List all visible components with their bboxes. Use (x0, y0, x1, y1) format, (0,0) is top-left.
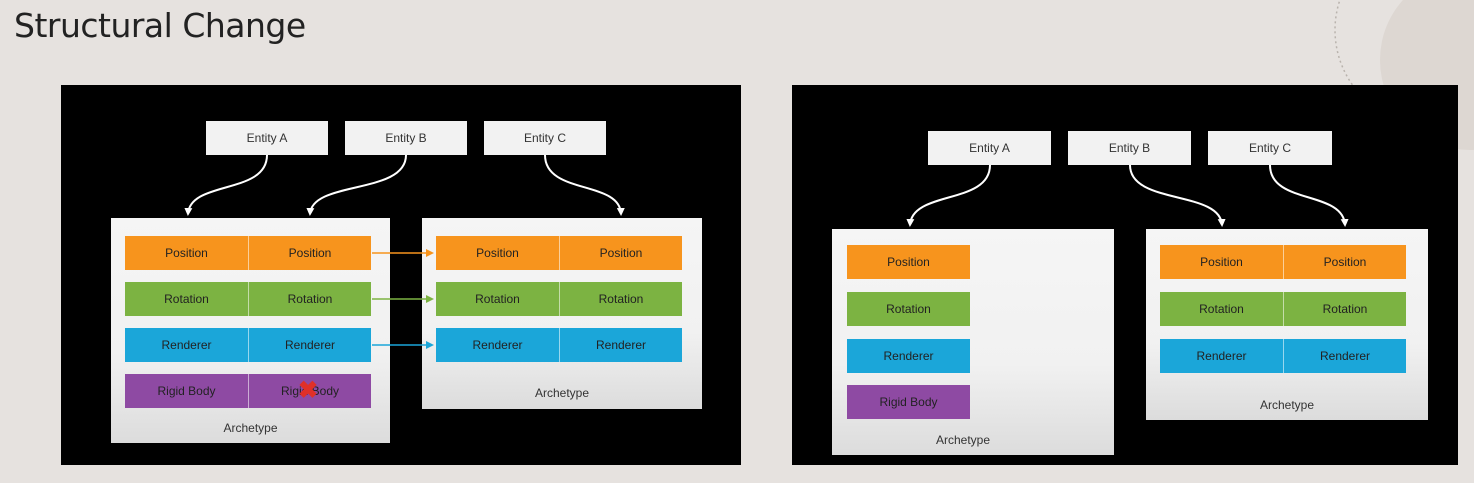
component-rotation: Rotation (436, 282, 559, 316)
right-b-row-rotation: Rotation Rotation (1160, 292, 1406, 326)
right-entity-a: Entity A (928, 131, 1051, 165)
component-position: Position (847, 245, 970, 279)
arrow-entity-a (184, 154, 268, 216)
component-rotation: Rotation (248, 282, 371, 316)
component-rigid-body: Rigid Body (125, 374, 248, 408)
component-position: Position (248, 236, 371, 270)
archetype-label: Archetype (534, 386, 590, 400)
component-position: Position (1283, 245, 1406, 279)
component-renderer: Renderer (125, 328, 248, 362)
component-rotation: Rotation (125, 282, 248, 316)
red-x-icon: ✖ (298, 377, 319, 404)
right-a-row-rigid-body: Rigid Body (847, 385, 970, 419)
left-source-row-rigid-body: Rigid Body Rigid Body (125, 374, 371, 408)
component-rigid-body-removed: Rigid Body (248, 374, 371, 408)
arrow-entity-b (1129, 164, 1226, 227)
left-target-row-position: Position Position (436, 236, 682, 270)
component-renderer: Renderer (847, 339, 970, 373)
left-entity-b: Entity B (345, 121, 467, 155)
component-rotation: Rotation (1160, 292, 1283, 326)
left-source-row-position: Position Position (125, 236, 371, 270)
right-entity-c: Entity C (1208, 131, 1332, 165)
arrow-entity-a (906, 164, 991, 227)
archetype-label: Archetype (935, 433, 991, 447)
right-entity-b: Entity B (1068, 131, 1191, 165)
left-target-row-rotation: Rotation Rotation (436, 282, 682, 316)
component-position: Position (559, 236, 682, 270)
component-renderer: Renderer (436, 328, 559, 362)
right-a-row-rotation: Rotation (847, 292, 970, 326)
arrow-entity-c (1269, 164, 1349, 227)
component-renderer: Renderer (248, 328, 371, 362)
arrow-entity-b (306, 154, 407, 216)
right-a-row-position: Position (847, 245, 970, 279)
component-position: Position (125, 236, 248, 270)
component-renderer: Renderer (1160, 339, 1283, 373)
component-position: Position (436, 236, 559, 270)
left-target-row-renderer: Renderer Renderer (436, 328, 682, 362)
left-source-row-renderer: Renderer Renderer (125, 328, 371, 362)
component-renderer: Renderer (559, 328, 682, 362)
left-source-row-rotation: Rotation Rotation (125, 282, 371, 316)
component-rigid-body: Rigid Body (847, 385, 970, 419)
right-b-row-renderer: Renderer Renderer (1160, 339, 1406, 373)
page-title: Structural Change (14, 6, 306, 45)
component-rotation: Rotation (847, 292, 970, 326)
archetype-label: Archetype (1259, 398, 1315, 412)
left-entity-a: Entity A (206, 121, 328, 155)
left-entity-c: Entity C (484, 121, 606, 155)
component-renderer: Renderer (1283, 339, 1406, 373)
component-rotation: Rotation (1283, 292, 1406, 326)
right-a-row-renderer: Renderer (847, 339, 970, 373)
archetype-label: Archetype (223, 421, 278, 435)
arrow-entity-c (544, 154, 625, 216)
right-b-row-position: Position Position (1160, 245, 1406, 279)
component-rotation: Rotation (559, 282, 682, 316)
component-position: Position (1160, 245, 1283, 279)
